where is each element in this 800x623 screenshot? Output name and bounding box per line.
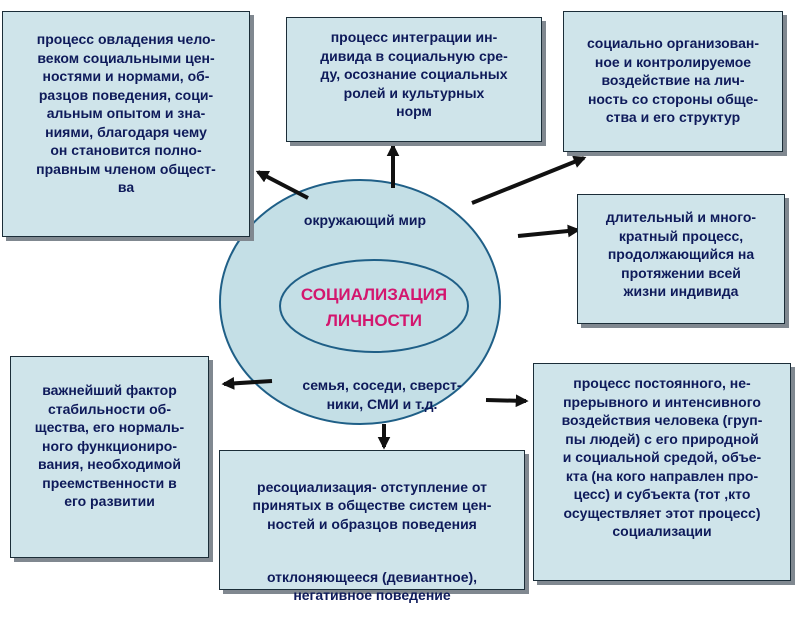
- box-top-right: социально организован- ное и контролируе…: [563, 11, 783, 152]
- box-bottom-left: важнейший фактор стабильности об- щества…: [10, 356, 209, 558]
- arrow-to-top-left: [255, 170, 309, 200]
- box-top-center: процесс интеграции ин- дивида в социальн…: [286, 17, 542, 142]
- box-top-left: процесс овладения чело- веком социальным…: [2, 11, 250, 237]
- box-bottom-center: ресоциализация- отступление от принятых …: [219, 450, 525, 603]
- center-title: СОЦИАЛИЗАЦИЯ ЛИЧНОСТИ: [300, 285, 448, 330]
- box-bottom-right: процесс постоянного, не- прерывного и ин…: [533, 363, 791, 581]
- outer-label-top: окружающий мир: [303, 212, 427, 228]
- box-bottom-center-main: ресоциализация- отступление от принятых …: [252, 478, 492, 532]
- box-middle-right: длительный и много- кратный процесс, про…: [577, 194, 785, 324]
- inner-ellipse: [279, 259, 469, 353]
- arrow-to-bottom-right: [485, 394, 529, 408]
- outer-label-bottom: семья, соседи, сверст- ники, СМИ и т.д.: [302, 377, 462, 412]
- arrow-to-bottom-left: [221, 376, 273, 390]
- diagram-canvas: [219, 143, 587, 450]
- box-bottom-center-extra: отклоняющееся (девиантное), негативное п…: [266, 568, 478, 604]
- arrow-to-middle-right: [517, 224, 581, 238]
- arrow-to-top-right: [471, 155, 587, 205]
